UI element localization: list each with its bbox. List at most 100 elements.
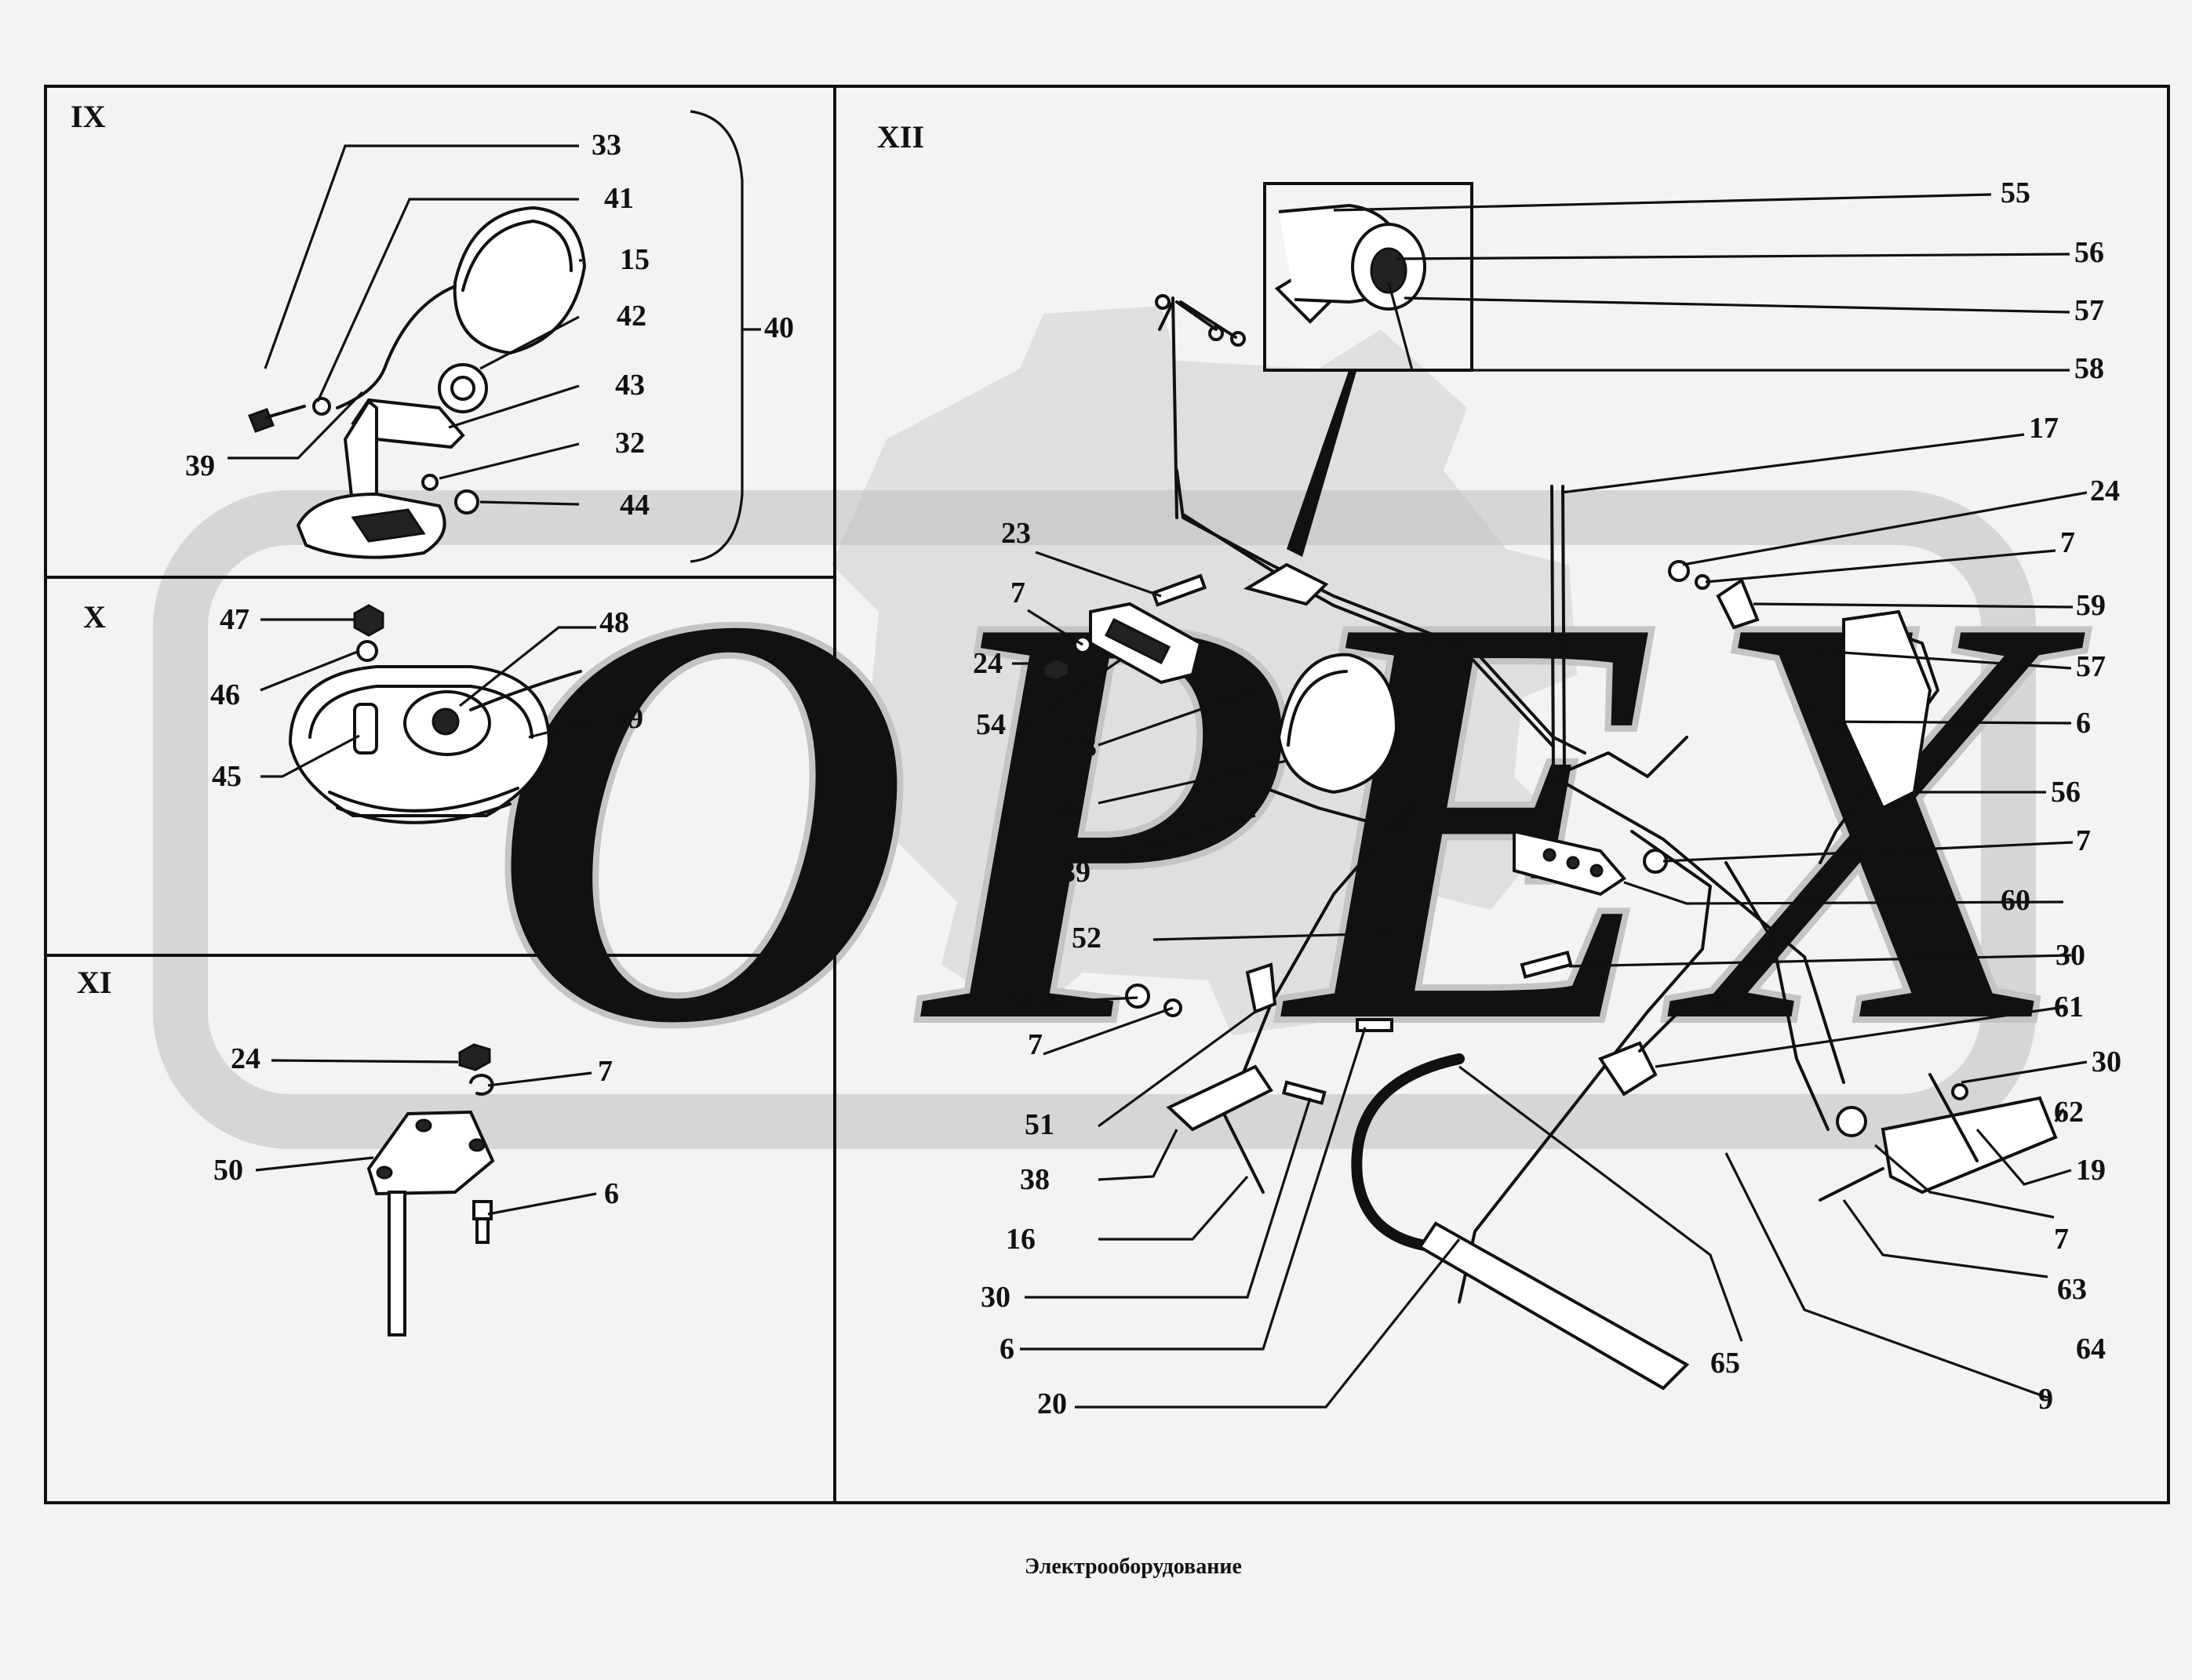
- x-housing-thread-2: [336, 802, 512, 824]
- ix-nut: [454, 489, 479, 515]
- xii-nut-24a: [1668, 560, 1690, 582]
- label-xii-23: 23: [1001, 517, 1031, 550]
- xi-plate-hole-2: [468, 1138, 486, 1152]
- ix-lamp-housing: [453, 205, 587, 355]
- label-xii-57a: 57: [2074, 294, 2104, 327]
- xii-panel-pin: [1811, 642, 1830, 723]
- label-xii-54: 54: [976, 708, 1006, 741]
- label-xii-61: 61: [2054, 991, 2084, 1024]
- ix-lamp-wire: [336, 285, 457, 409]
- label-xii-24b: 24: [973, 647, 1003, 680]
- xii-junction-pin-2: [1566, 856, 1580, 870]
- label-xii-17: 17: [2029, 412, 2059, 445]
- xii-conduit-65: [1351, 1053, 1465, 1253]
- xii-harness-leg-b: [1175, 300, 1218, 331]
- xii-harness-leg-c: [1179, 300, 1237, 339]
- label-x-49: 49: [614, 702, 643, 735]
- label-xii-65: 65: [1710, 1347, 1740, 1380]
- xii-bolt-30b: [1928, 1073, 1979, 1162]
- xii-bolt-30a: [1520, 951, 1573, 979]
- x-screw-terminal: [353, 703, 378, 755]
- label-xii-57b: 57: [2076, 650, 2106, 683]
- xii-nut-7c: [1643, 849, 1668, 874]
- label-xii-59: 59: [2076, 589, 2106, 622]
- xii-junction-pin-1: [1542, 848, 1557, 862]
- xii-bolt-23: [1151, 573, 1207, 607]
- label-xii-56b: 56: [2051, 776, 2081, 809]
- label-xii-51: 51: [1025, 1108, 1054, 1141]
- ix-group-bracket: [690, 110, 744, 563]
- watermark-frame: [153, 490, 2036, 1149]
- xi-bracket-assembly: [366, 1043, 495, 1336]
- xii-connector-inset: [1263, 182, 1473, 372]
- xii-bolt-30c: [1281, 1080, 1327, 1105]
- xi-bracket-plate: [366, 1110, 495, 1196]
- x-wire: [469, 670, 582, 711]
- label-xii-19: 19: [2076, 1154, 2106, 1187]
- label-xii-62: 62: [2054, 1096, 2084, 1129]
- label-xii-15: 15: [1050, 790, 1080, 823]
- ix-washer: [421, 474, 439, 491]
- label-xii-24a: 24: [2090, 475, 2120, 507]
- label-ix-40: 40: [764, 311, 794, 344]
- label-xii-7b: 7: [1010, 576, 1025, 609]
- xii-connector-pins: [1104, 617, 1171, 665]
- xi-plate-hole-1: [415, 1118, 432, 1133]
- x-leaders: [260, 618, 597, 778]
- xii-mount-clip: [1243, 562, 1329, 606]
- label-ix-33: 33: [592, 129, 621, 162]
- section-title-xii: XII: [877, 119, 924, 155]
- label-xii-60: 60: [2001, 884, 2030, 917]
- xii-switch-wire: [1638, 1002, 1728, 1053]
- label-xii-24c: 24: [1001, 986, 1031, 1019]
- label-xii-6a: 6: [2076, 707, 2091, 740]
- label-xi-50: 50: [213, 1154, 243, 1187]
- label-xii-52: 52: [1072, 922, 1101, 955]
- outer-frame: [44, 85, 2170, 1504]
- xii-terminal-a: [1155, 294, 1171, 310]
- label-xi-7: 7: [598, 1055, 613, 1088]
- label-xii-9: 9: [2038, 1383, 2053, 1416]
- label-x-48: 48: [599, 606, 629, 639]
- label-x-47: 47: [220, 603, 249, 636]
- xii-clip-59: [1716, 577, 1760, 630]
- x-socket-housing: [288, 604, 582, 824]
- figure-caption: Электрооборудование: [1025, 1555, 1242, 1579]
- label-ix-43: 43: [615, 369, 645, 402]
- label-xi-24: 24: [231, 1042, 260, 1075]
- xii-clip-51: [1245, 962, 1277, 1014]
- label-xii-20: 20: [1037, 1387, 1067, 1420]
- xii-harness-left-branch: [1238, 775, 1437, 1084]
- xii-eye-63: [1836, 1106, 1867, 1137]
- ix-bolt-head: [248, 408, 275, 433]
- x-housing-rim: [308, 685, 533, 739]
- xii-leaders: [1012, 193, 2088, 1409]
- xii-screw-6b: [1356, 1018, 1393, 1032]
- xii-harness-drop-1: [1171, 296, 1178, 519]
- ix-grommet-hole: [450, 376, 475, 401]
- x-nut: [353, 604, 384, 637]
- xii-lamp-cable: [1254, 783, 1414, 833]
- xii-terminal-c: [1230, 331, 1246, 347]
- watermark-gear: [816, 306, 1577, 1035]
- label-xii-16: 16: [1006, 1223, 1036, 1256]
- label-xii-30a: 30: [2055, 939, 2085, 972]
- xii-rod-20: [1418, 1221, 1690, 1391]
- xii-nut-24c: [1125, 984, 1150, 1009]
- label-xi-6: 6: [604, 1177, 619, 1210]
- label-x-45: 45: [212, 760, 242, 793]
- label-xii-6b: 6: [1000, 1333, 1014, 1365]
- xii-work-lamp-glass: [1287, 670, 1348, 747]
- xii-bracket-51: [1166, 1064, 1273, 1132]
- label-ix-15: 15: [620, 243, 650, 276]
- label-xii-30b: 30: [2092, 1045, 2121, 1078]
- label-xii-7c: 7: [2076, 824, 2091, 857]
- ix-bolt-washer: [312, 397, 331, 416]
- xii-harness-vertical-2: [1561, 485, 1566, 774]
- ix-lamp-glass: [461, 220, 573, 292]
- section-title-ix: IX: [71, 99, 106, 134]
- label-ix-42: 42: [617, 300, 646, 333]
- label-xii-39: 39: [1061, 856, 1091, 889]
- label-ix-44: 44: [620, 489, 650, 522]
